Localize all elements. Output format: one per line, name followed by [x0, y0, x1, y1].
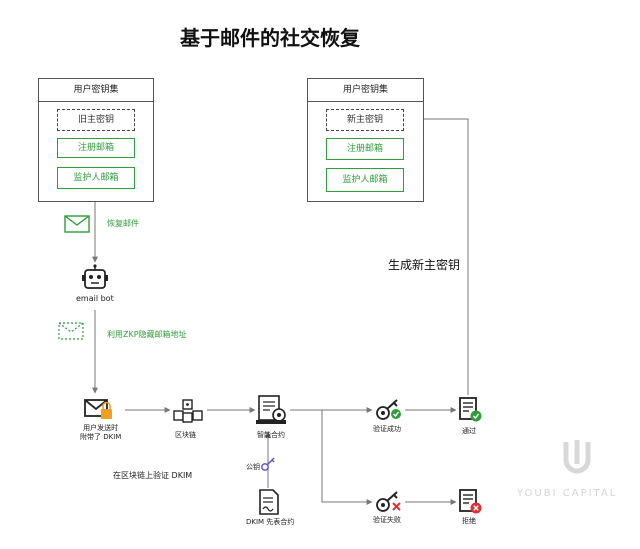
- document-signed-icon: [258, 489, 280, 519]
- mail-lock-icon: [84, 398, 114, 426]
- smart-contract-label: 智能合约: [257, 431, 285, 439]
- key-check-icon: [375, 398, 403, 426]
- right-registered-email: 注册邮箱: [326, 138, 404, 160]
- verify-dkim-label: 在区块链上验证 DKIM: [113, 471, 193, 480]
- document-check-icon: [458, 397, 482, 427]
- envelope-icon: [64, 215, 90, 237]
- recovery-email-label: 恢复邮件: [107, 219, 139, 228]
- right-keyset-panel: 用户密钥集 新主密钥 注册邮箱 监护人邮箱: [307, 78, 424, 202]
- contract-gear-icon: [255, 394, 289, 430]
- robot-icon: [82, 264, 108, 296]
- generate-new-key-label: 生成新主密钥: [388, 258, 461, 272]
- verify-success-label: 验证成功: [373, 425, 401, 433]
- youbi-logo-icon: [562, 438, 592, 482]
- left-keyset-header: 用户密钥集: [39, 79, 153, 102]
- watermark-text: YOUBI CAPITAL: [517, 488, 618, 499]
- document-cross-icon: [458, 489, 482, 519]
- right-guardian-email: 监护人邮箱: [326, 168, 404, 192]
- pass-label: 通过: [462, 427, 476, 435]
- left-guardian-email: 监护人邮箱: [57, 167, 135, 189]
- blockchain-label: 区块链: [175, 431, 196, 439]
- diagram-title: 基于邮件的社交恢复: [180, 26, 360, 50]
- user-sends-email-label: 用户发送时 附带了 DKIM: [80, 424, 121, 442]
- left-registered-email: 注册邮箱: [57, 138, 135, 158]
- verify-fail-label: 验证失败: [373, 516, 401, 524]
- user-sends-email-text: 用户发送时 附带了 DKIM: [80, 424, 122, 441]
- email-bot-label: email bot: [76, 294, 114, 303]
- public-key-label: 公钥: [246, 463, 260, 471]
- blockchain-cubes-icon: [172, 398, 204, 428]
- left-keyset-panel: 用户密钥集 旧主密钥 注册邮箱 监护人邮箱: [38, 78, 154, 202]
- dkim-registry-label: DKIM 先表合约: [246, 518, 295, 526]
- reject-label: 拒绝: [462, 517, 476, 525]
- key-cross-icon: [375, 490, 403, 518]
- key-small-icon: [260, 456, 276, 476]
- new-master-key: 新主密钥: [326, 109, 404, 131]
- line-contract-to-fail: [321, 410, 373, 505]
- old-master-key: 旧主密钥: [57, 109, 135, 131]
- dashed-envelope-icon: [58, 322, 84, 344]
- line-pass-to-newkey: [407, 116, 469, 395]
- right-keyset-header: 用户密钥集: [308, 79, 423, 102]
- zkp-hide-label: 利用ZKP隐藏邮箱地址: [107, 330, 187, 339]
